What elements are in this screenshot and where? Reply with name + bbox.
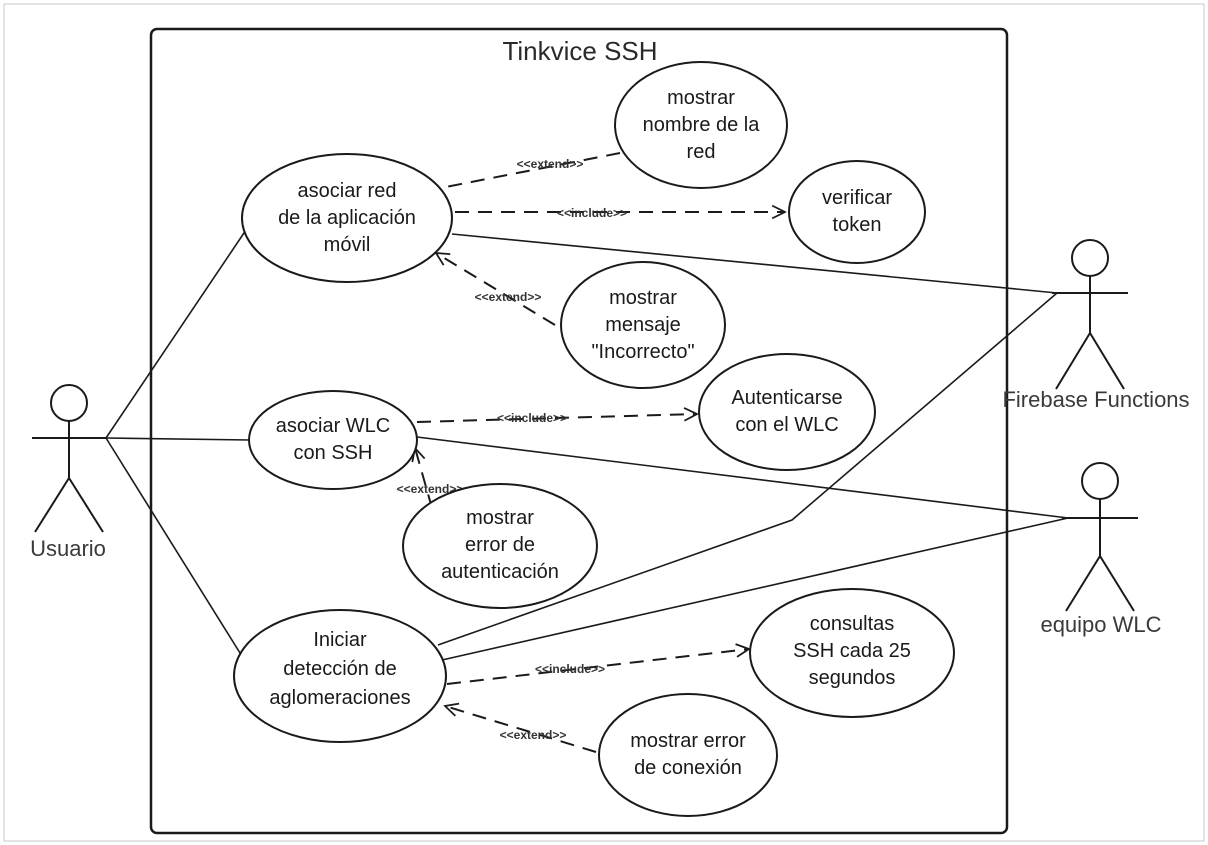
use-cases: asociar red de la aplicación móvil mostr… <box>233 61 955 817</box>
actor-leg <box>1089 332 1125 390</box>
actor-equipo-wlc[interactable]: equipo WLC <box>1040 462 1162 637</box>
actor-head <box>50 384 88 422</box>
use-case-line: error de <box>465 534 535 556</box>
actor-label: equipo WLC <box>1040 612 1161 637</box>
stereotype-include: <<include>> <box>535 662 605 676</box>
stereotype-extend: <<extend>> <box>475 290 542 304</box>
use-case-line: asociar WLC <box>276 415 390 437</box>
stereotype-extend: <<extend>> <box>397 482 464 496</box>
use-case-error-autenticacion[interactable]: mostrar error de autenticación <box>402 483 598 609</box>
outer-frame <box>3 3 1205 842</box>
use-case-line: red <box>687 141 716 163</box>
actor-head <box>1071 239 1109 277</box>
assoc-iniciar-firebase <box>437 292 1058 646</box>
use-case-line: mostrar error <box>630 730 746 752</box>
assoc-iniciar-wlc <box>441 517 1069 661</box>
actor-label: Usuario <box>30 536 106 561</box>
use-case-line: de la aplicación <box>278 207 416 229</box>
stereotype-include: <<include>> <box>557 206 627 220</box>
system-title: Tinkvice SSH <box>502 36 657 66</box>
assoc-asociar-red-firebase <box>451 233 1058 294</box>
stereotype-labels: <<extend>> <<include>> <<extend>> <<incl… <box>397 157 627 742</box>
actor-leg <box>1099 555 1135 612</box>
use-case-line: consultas <box>810 613 895 635</box>
use-case-line: Iniciar <box>313 629 367 651</box>
actor-usuario[interactable]: Usuario <box>30 384 106 561</box>
stereotype-extend: <<extend>> <box>517 157 584 171</box>
use-case-mostrar-nombre[interactable]: mostrar nombre de la red <box>614 61 788 189</box>
use-case-line: mensaje <box>605 314 681 336</box>
use-case-line: nombre de la <box>643 114 761 136</box>
assoc-usuario-iniciar <box>105 437 241 654</box>
system-boundary <box>149 27 1009 835</box>
dependencies <box>415 152 785 753</box>
assoc-usuario-asociar-wlc <box>105 437 251 441</box>
dep-extend-incorrecto <box>436 253 556 326</box>
dep-extend-error-auth <box>415 448 433 509</box>
use-case-line: con el WLC <box>735 414 838 436</box>
actor-label: Firebase Functions <box>1002 387 1189 412</box>
actor-leg <box>34 477 70 533</box>
stereotype-extend: <<extend>> <box>500 728 567 742</box>
actor-firebase-functions[interactable]: Firebase Functions <box>1002 239 1190 412</box>
use-case-line: Autenticarse <box>731 387 842 409</box>
use-case-verificar-token[interactable]: verificar token <box>788 160 926 264</box>
use-case-line: detección de <box>283 658 396 680</box>
actor-leg <box>1065 555 1101 612</box>
use-case-asociar-red[interactable]: asociar red de la aplicación móvil <box>241 153 453 283</box>
assoc-usuario-asociar-red <box>105 226 249 439</box>
use-case-line: verificar <box>822 187 892 209</box>
use-case-autenticarse[interactable]: Autenticarse con el WLC <box>698 353 876 471</box>
use-case-line: de conexión <box>634 757 742 779</box>
actor-leg <box>68 477 104 533</box>
use-case-line: mostrar <box>667 87 735 109</box>
use-case-line: token <box>833 214 882 236</box>
use-case-line: "Incorrecto" <box>591 341 694 363</box>
use-case-mostrar-incorrecto[interactable]: mostrar mensaje "Incorrecto" <box>560 261 726 389</box>
use-case-line: autenticación <box>441 561 559 583</box>
dep-extend-error-conexion <box>445 706 597 753</box>
dep-extend-nombre <box>420 152 621 192</box>
actor-head <box>1081 462 1119 500</box>
use-case-iniciar-deteccion[interactable]: Iniciar detección de aglomeraciones <box>233 609 447 743</box>
stereotype-include: <<include>> <box>497 411 567 425</box>
dep-include-consultas <box>446 649 749 685</box>
use-case-line: asociar red <box>298 180 397 202</box>
use-case-line: SSH cada 25 <box>793 640 911 662</box>
use-case-error-conexion[interactable]: mostrar error de conexión <box>598 693 778 817</box>
actor-leg <box>1055 332 1091 390</box>
dep-include-auth <box>416 414 697 423</box>
use-case-consultas-ssh[interactable]: consultas SSH cada 25 segundos <box>749 588 955 718</box>
use-case-asociar-wlc[interactable]: asociar WLC con SSH <box>248 390 418 490</box>
use-case-line: mostrar <box>609 287 677 309</box>
use-case-line: segundos <box>809 667 896 689</box>
use-case-line: móvil <box>324 234 371 256</box>
assoc-asociar-wlc-wlc <box>416 436 1069 519</box>
use-case-line: mostrar <box>466 507 534 529</box>
use-case-line: aglomeraciones <box>269 687 410 709</box>
use-case-line: con SSH <box>294 442 373 464</box>
associations <box>105 226 1069 661</box>
